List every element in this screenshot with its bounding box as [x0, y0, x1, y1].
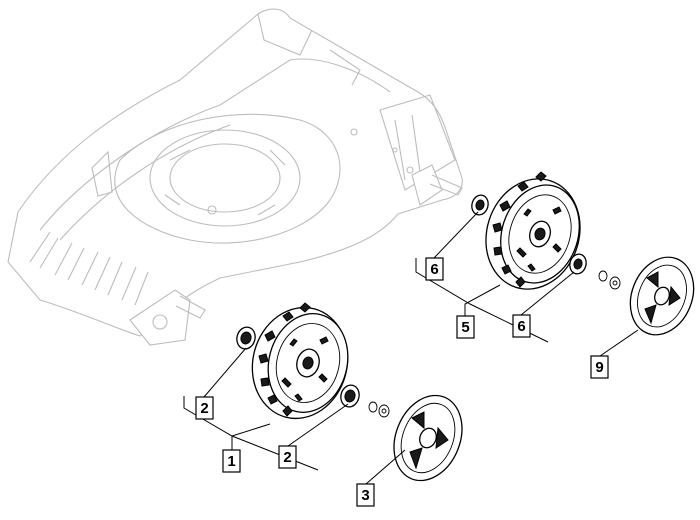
callout-1: 1	[222, 449, 241, 473]
bearing-icon	[236, 194, 587, 408]
callout-label: 9	[595, 359, 603, 376]
callout-2-right: 2	[278, 445, 297, 469]
callout-label: 5	[461, 319, 469, 336]
callout-3: 3	[356, 483, 375, 507]
callout-9: 9	[590, 355, 609, 379]
hubcap-icon	[393, 394, 463, 482]
callout-label: 3	[361, 487, 369, 504]
callout-label: 6	[430, 261, 438, 278]
hubcap-icon	[629, 256, 695, 336]
washer-icon	[368, 270, 621, 418]
callout-5: 5	[456, 315, 475, 339]
callout-2-left: 2	[195, 396, 214, 420]
callout-6-left: 6	[425, 257, 444, 281]
front-wheel	[251, 302, 349, 420]
callout-label: 2	[283, 449, 291, 466]
rear-wheel	[485, 171, 581, 290]
callout-label: 6	[517, 318, 525, 335]
leader-lines	[183, 211, 639, 485]
callout-6-right: 6	[512, 314, 531, 338]
callout-label: 2	[200, 400, 208, 417]
lawn-mower-deck-icon	[7, 8, 463, 346]
callout-label: 1	[227, 453, 235, 470]
